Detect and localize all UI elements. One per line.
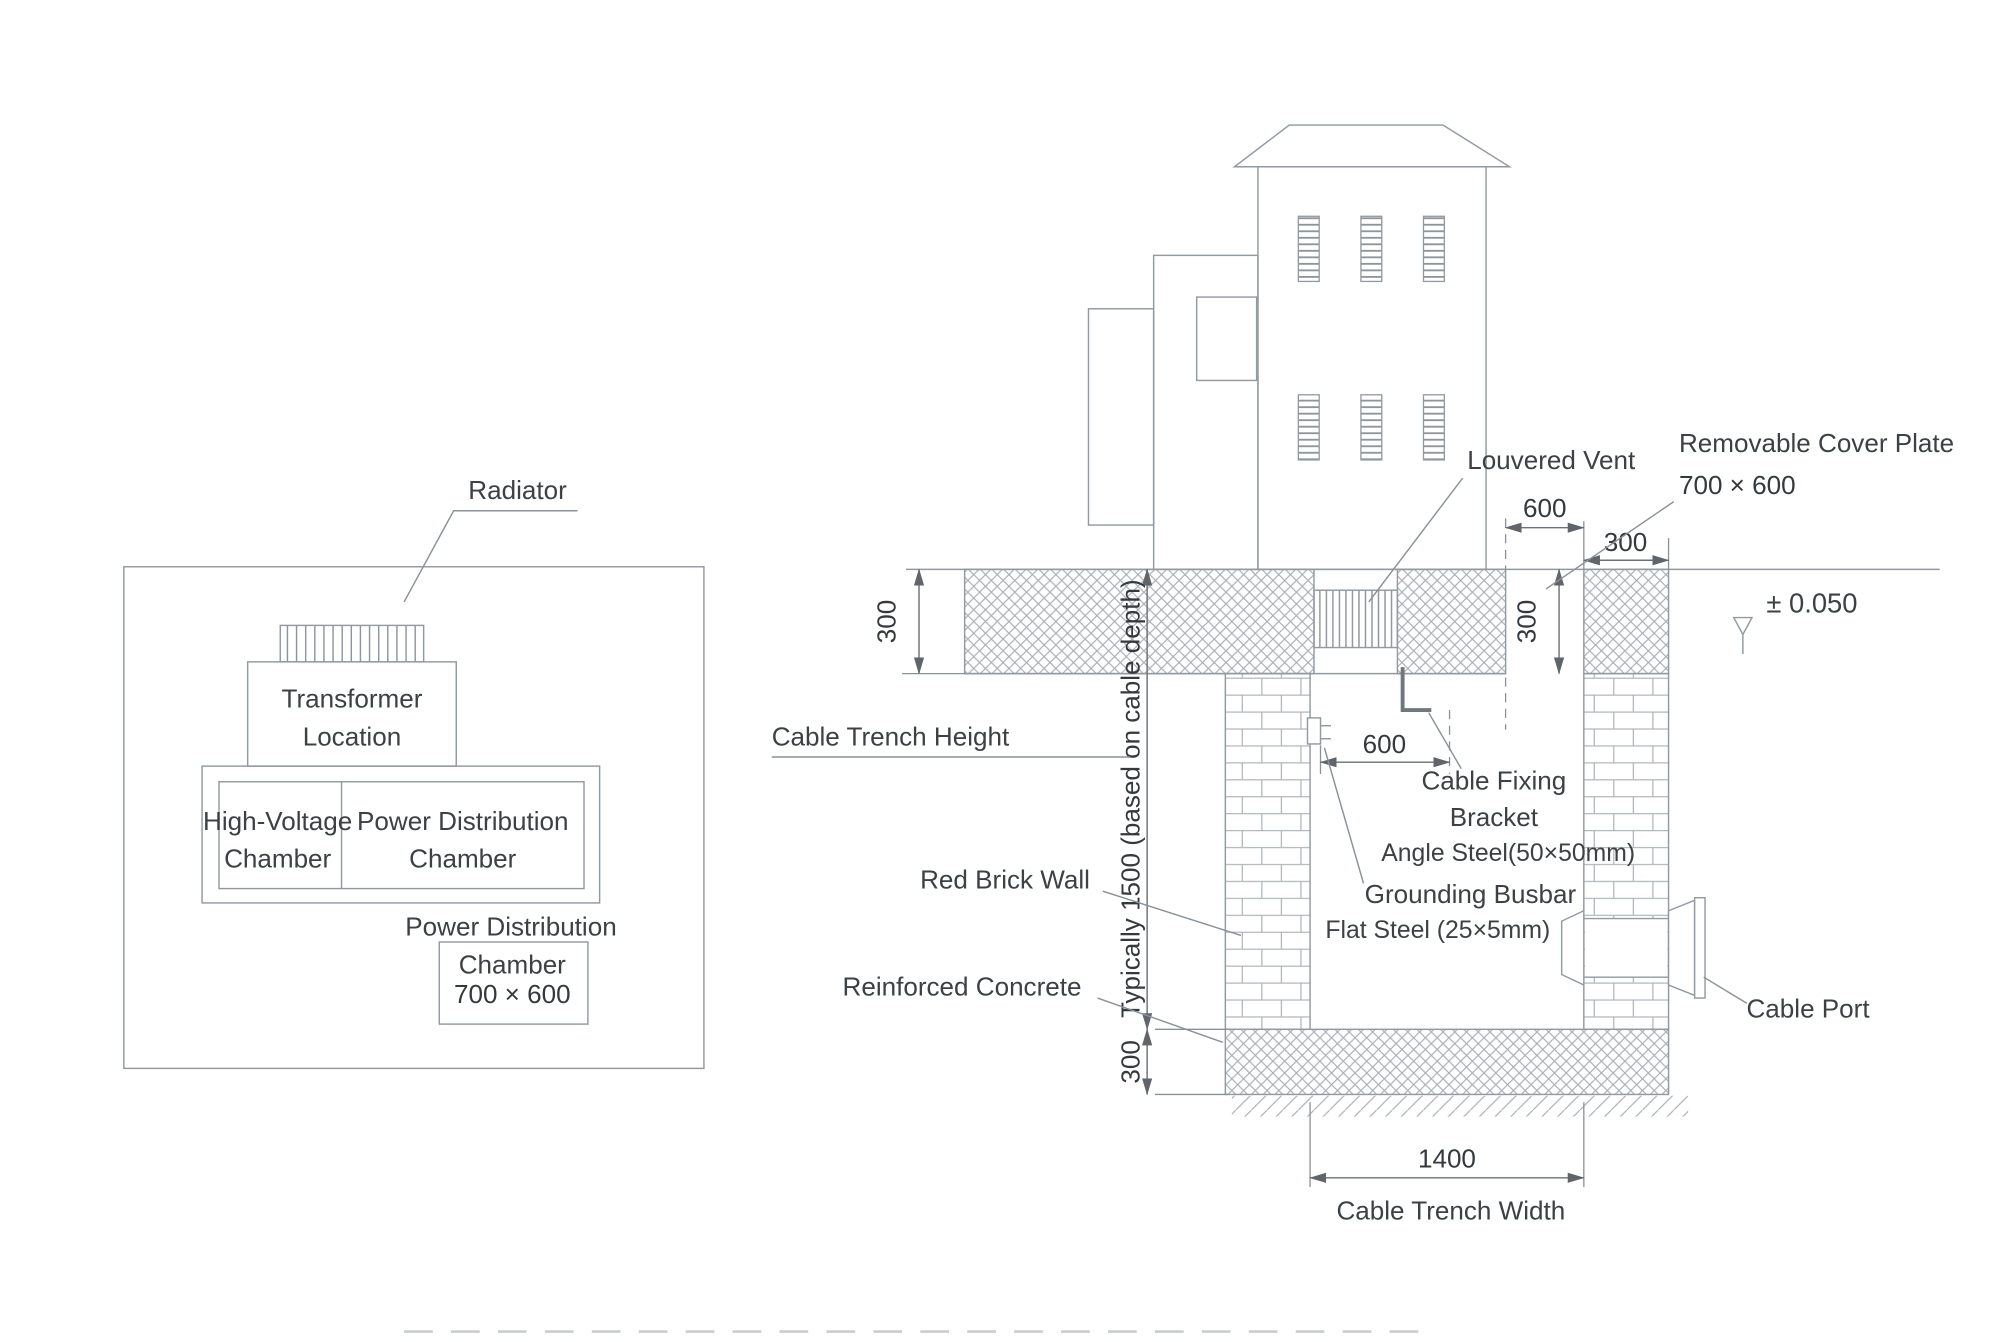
chambers-inner-box <box>218 781 585 890</box>
dim-top-600-value: 600 <box>1523 493 1566 523</box>
bottom-slab <box>1224 1028 1670 1096</box>
louver-grille <box>1360 215 1383 283</box>
red-brick-wall-label: Red Brick Wall <box>920 865 1090 895</box>
cable-port-label: Cable Port <box>1746 994 1870 1024</box>
removable-cover-size: 700 × 600 <box>1679 470 1796 500</box>
radiator-label: Radiator <box>468 475 567 505</box>
louver-grille <box>1360 394 1383 461</box>
level-mark-value: ± 0.050 <box>1766 587 1857 618</box>
louver-grille <box>1297 394 1320 461</box>
pd-chamber-label-line1: Power Distribution <box>357 806 568 836</box>
cabinet-roof <box>1232 124 1513 168</box>
section-view: 600 300 ± 0.050 300 300 Typically 1500 (… <box>771 124 1954 1226</box>
fixing-bolt <box>1306 717 1322 745</box>
cable-trench-height-label: Cable Trench Height <box>772 721 1010 751</box>
grounding-busbar-leader <box>1323 747 1365 884</box>
louvered-vent-label: Louvered Vent <box>1467 445 1636 475</box>
removable-cover-leader <box>1545 501 1675 590</box>
cable-port-inner-flare <box>1560 909 1585 987</box>
louver-grille <box>1422 394 1445 461</box>
plan-view: Radiator Transformer Location High-Volta… <box>123 475 705 1070</box>
louvered-vent-opening <box>1313 589 1399 649</box>
cable-fixing-label-line1: Cable Fixing <box>1421 766 1566 796</box>
reinforced-concrete-label: Reinforced Concrete <box>843 971 1082 1001</box>
enclosure-outline <box>123 566 705 1070</box>
cable-port-leader <box>1703 976 1748 1004</box>
hv-chamber-label-line2: Chamber <box>224 844 331 874</box>
cable-port-hole <box>1585 918 1668 978</box>
hv-chamber-label-line1: High-Voltage <box>203 806 352 836</box>
top-slab-left <box>963 568 1315 675</box>
cable-port-outer-plate <box>1693 896 1706 999</box>
pd-outlet-box <box>438 941 589 1025</box>
level-mark-symbol <box>1732 616 1754 637</box>
top-slab-right <box>1583 568 1670 675</box>
dim-trench-width-value: 1400 <box>1418 1143 1476 1173</box>
radiator-leader-line <box>403 510 578 603</box>
transformer-label-line2: Location <box>303 721 402 751</box>
louver-grille <box>1297 215 1320 283</box>
pd-outlet-size: 700 × 600 <box>454 979 571 1009</box>
pd-outlet-label-line2: Chamber <box>459 949 566 979</box>
dim-bracket-600-value: 600 <box>1363 729 1406 759</box>
angle-steel-bracket <box>1400 667 1432 713</box>
flat-steel-note: Flat Steel (25×5mm) <box>1325 917 1550 944</box>
angle-steel-note: Angle Steel(50×50mm) <box>1381 840 1635 867</box>
pd-chamber-label-line2: Chamber <box>409 844 516 874</box>
pd-outlet-label-line1: Power Distribution <box>405 911 616 941</box>
grounding-busbar-label: Grounding Busbar <box>1365 879 1577 909</box>
cabinet-left-box <box>1087 308 1155 526</box>
cable-fixing-leader <box>1428 712 1462 770</box>
top-slab-middle <box>1396 568 1507 675</box>
cable-trench-width-label: Cable Trench Width <box>1336 1196 1565 1226</box>
dim-bottom-slab-300-value: 300 <box>1115 1040 1145 1083</box>
transformer-label-line1: Transformer <box>282 683 423 713</box>
cable-port <box>1560 896 1706 999</box>
cable-port-outer-flare <box>1667 899 1696 997</box>
chambers-outer-box <box>201 765 601 904</box>
red-brick-wall-leader <box>1102 890 1242 937</box>
left-brick-wall <box>1224 672 1311 1031</box>
radiator-hatch <box>279 624 425 663</box>
dim-slab-left-300-value: 300 <box>872 600 902 643</box>
louvered-vent-leader <box>1368 477 1464 603</box>
cabinet-left-annex <box>1152 254 1259 571</box>
dim-slab-cover-300-value: 300 <box>1512 600 1542 643</box>
reinforced-concrete-leader <box>1097 997 1223 1044</box>
cable-fixing-label-line2: Bracket <box>1450 802 1539 832</box>
grounding-busbar-fixing <box>1306 717 1331 745</box>
removable-cover-label: Removable Cover Plate <box>1679 428 1954 458</box>
annex-panel <box>1195 296 1258 382</box>
earth-hatch <box>1231 1095 1689 1117</box>
transformer-location-box <box>246 661 457 767</box>
louver-grilles <box>1297 215 1445 461</box>
dim-top-300-value: 300 <box>1604 527 1647 557</box>
louver-grille <box>1422 215 1445 283</box>
trench-depth-note: Typically 1500 (based on cable depth) <box>1115 579 1145 1018</box>
